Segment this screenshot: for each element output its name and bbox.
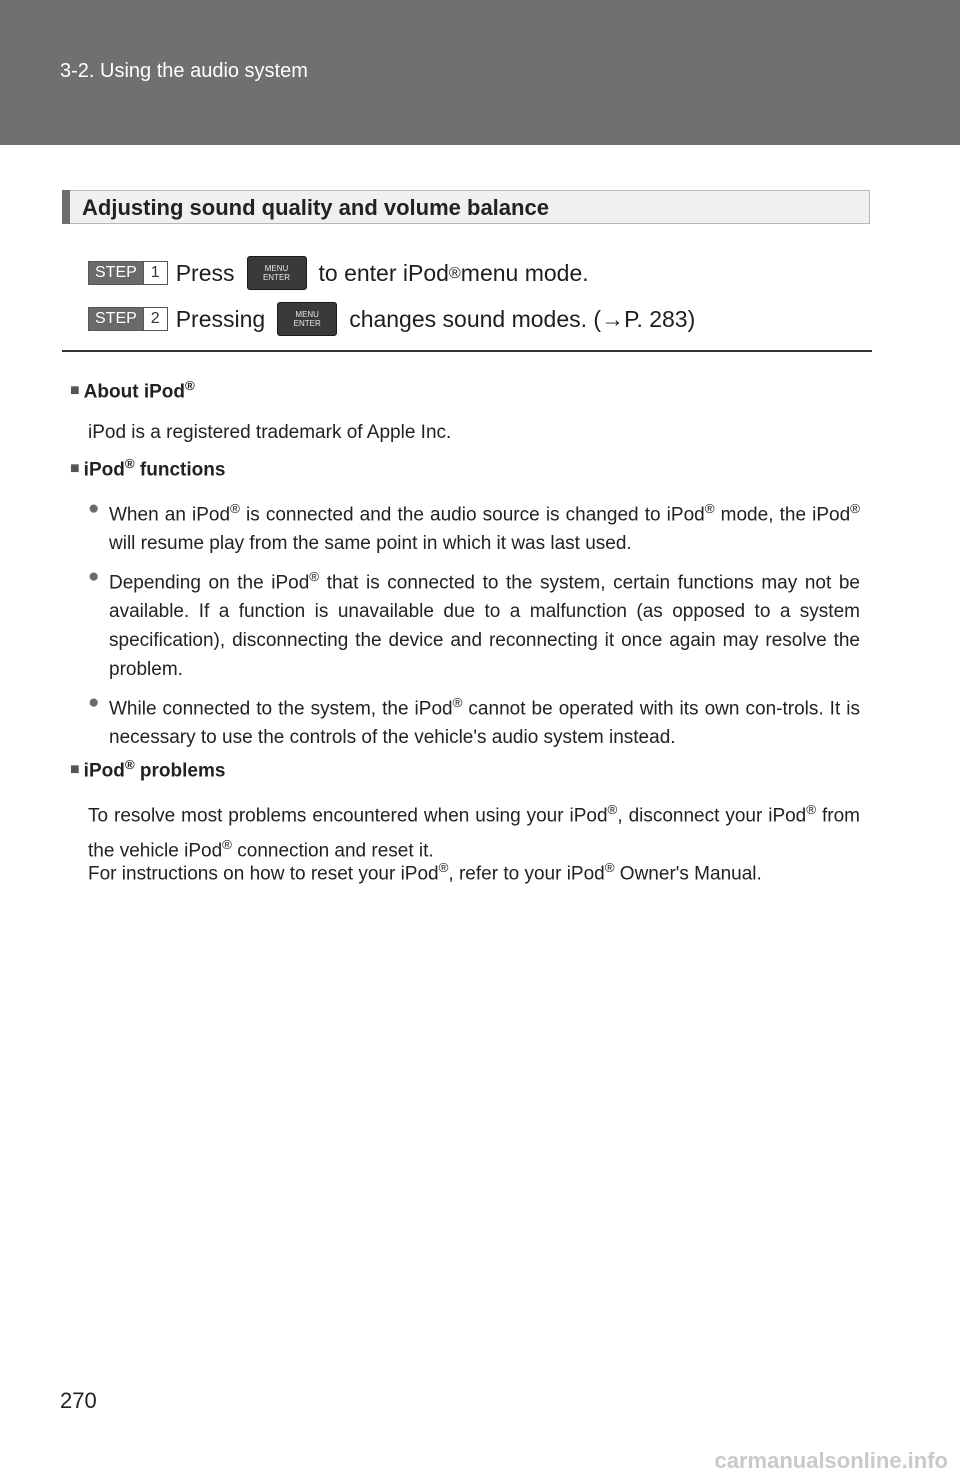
note-title-part: problems [134,760,226,782]
button-label-line-1: MENU [264,264,289,273]
note-heading-functions: ■ iPod® functions [70,456,225,482]
note-title-part: iPod [83,459,125,481]
page-number: 270 [60,1388,97,1413]
registered-mark: ® [604,860,615,875]
registered-mark: ® [184,378,195,393]
button-label-line-2: ENTER [262,273,291,282]
step-2-text-before: Pressing [175,305,266,332]
step-number: 2 [142,308,167,330]
text: , disconnect your iPod [617,805,807,827]
bullet-item: ● While connected to the system, the iPo… [88,688,860,752]
registered-mark: ® [124,456,135,471]
registered-mark: ® [124,757,135,772]
text: cannot be operated with its own con-trol… [109,698,860,749]
text: connection and reset it. [231,840,434,862]
text: that is connected to the system, certain… [109,572,860,681]
circle-bullet-icon: ● [88,566,100,587]
circle-bullet-icon: ● [88,692,100,713]
registered-mark: ® [704,501,715,516]
text: from the vehicle iPod [88,805,860,862]
step-1-text-before: Press [175,259,235,286]
button-label-line-2: ENTER [293,319,321,328]
text: To resolve most problems encountered whe… [88,805,608,827]
registered-mark: ® [850,501,860,516]
square-bullet-icon: ■ [70,761,80,778]
step-label: STEP [89,262,143,284]
registered-mark: ® [448,263,461,282]
registered-mark: ® [222,837,232,853]
button-label-line-1: MENU [295,310,319,319]
square-bullet-icon: ■ [70,460,80,477]
registered-mark: ® [452,695,463,710]
text: will resume play from the same point in … [109,533,632,555]
bullet-item: ● When an iPod® is connected and the aud… [88,494,860,558]
section-title: Adjusting sound quality and volume balan… [82,195,549,220]
text: mode, the iPod [714,504,851,526]
text: , refer to your iPod [448,863,605,885]
text: When an iPod [109,504,231,526]
divider-rule [62,350,872,352]
text: While connected to the system, the iPod [109,698,453,720]
watermark: carmanualsonline.info [714,1448,949,1473]
page-header: 3-2. Using the audio system [0,0,960,145]
note-title-part: functions [134,459,226,481]
note-heading-problems: ■ iPod® problems [70,757,225,783]
note-title: About iPod [83,381,185,403]
circle-bullet-icon: ● [88,498,100,519]
registered-mark: ® [309,569,320,584]
note-body-problems: To resolve most problems encountered whe… [88,795,860,866]
bullet-item: ● Depending on the iPod® that is connect… [88,562,860,684]
text: Owner's Manual. [614,863,762,885]
text: Depending on the iPod [109,572,310,594]
note-body-problems-2: For instructions on how to reset your iP… [88,853,860,888]
step-label: STEP [89,308,143,330]
step-1-text-after-2: menu mode. [460,259,589,286]
text: is connected and the audio source is cha… [239,504,705,526]
note-title-part: iPod [83,760,125,782]
registered-mark: ® [230,501,240,516]
note-body-about: iPod is a registered trademark of Apple … [88,422,452,443]
section-title-box: Adjusting sound quality and volume balan… [62,190,870,224]
registered-mark: ® [438,860,449,875]
step-2-text-after: changes sound modes. (→P. 283) [349,305,696,332]
step-number: 1 [142,262,167,284]
square-bullet-icon: ■ [70,382,80,399]
text: For instructions on how to reset your iP… [88,863,439,885]
registered-mark: ® [607,802,618,817]
chapter-title: 3-2. Using the audio system [60,60,308,82]
section-title-bar [62,190,70,224]
note-heading-about: ■ About iPod® [70,378,195,404]
registered-mark: ® [806,802,817,817]
step-1-text-after: to enter iPod [318,259,449,286]
